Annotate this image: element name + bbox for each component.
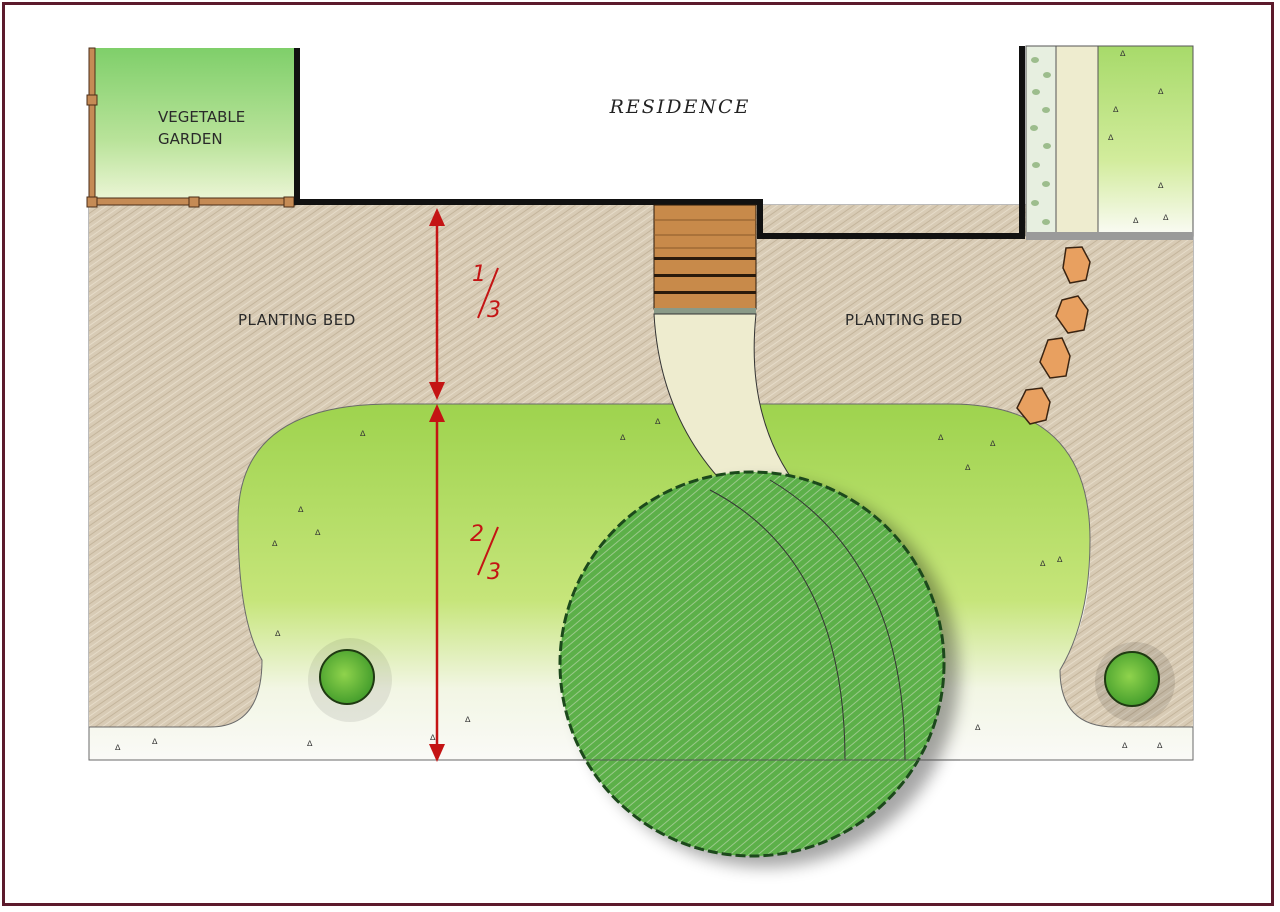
svg-text:ᐃ: ᐃ	[655, 417, 661, 426]
svg-text:ᐃ: ᐃ	[275, 629, 281, 638]
svg-text:ᐃ: ᐃ	[1057, 555, 1063, 564]
svg-text:ᐃ: ᐃ	[115, 743, 121, 752]
dimension-lines	[429, 208, 499, 762]
svg-text:ᐃ: ᐃ	[1133, 216, 1139, 225]
svg-text:ᐃ: ᐃ	[1158, 181, 1164, 190]
planting-bed	[89, 205, 1193, 727]
vegetable-garden-label-line1: VEGETABLE	[158, 108, 246, 126]
shrub-left	[308, 638, 392, 722]
svg-text:ᐃ: ᐃ	[1040, 559, 1046, 568]
svg-text:ᐃ: ᐃ	[360, 429, 366, 438]
vegetable-garden	[92, 48, 295, 202]
svg-text:ᐃ: ᐃ	[1157, 741, 1163, 750]
gravel-strip	[1025, 45, 1057, 237]
shade-tree	[558, 470, 946, 858]
svg-text:ᐃ: ᐃ	[465, 715, 471, 724]
planting-bed-left-label: PLANTING BED	[238, 311, 356, 329]
svg-text:ᐃ: ᐃ	[965, 463, 971, 472]
shrub-right	[1095, 642, 1175, 722]
svg-text:ᐃ: ᐃ	[307, 739, 313, 748]
svg-text:ᐃ: ᐃ	[430, 733, 436, 742]
svg-text:ᐃ: ᐃ	[1163, 213, 1169, 222]
vegetable-garden-label: VEGETABLE GARDEN	[158, 106, 245, 150]
svg-text:ᐃ: ᐃ	[975, 723, 981, 732]
residence-label: RESIDENCE	[609, 96, 751, 118]
svg-text:ᐃ: ᐃ	[315, 528, 321, 537]
svg-text:ᐃ: ᐃ	[1122, 741, 1128, 750]
vegetable-garden-label-line2: GARDEN	[158, 130, 223, 148]
dimension-lower-denominator: 3	[487, 560, 501, 585]
svg-text:ᐃ: ᐃ	[272, 539, 278, 548]
svg-text:ᐃ: ᐃ	[990, 439, 996, 448]
residence-wall	[294, 46, 1025, 239]
svg-text:ᐃ: ᐃ	[152, 737, 158, 746]
svg-text:ᐃ: ᐃ	[1120, 49, 1126, 58]
paved-walk	[1055, 45, 1099, 237]
dimension-upper-denominator: 3	[487, 298, 501, 323]
grass-tufts: ᐃ ᐃ ᐃ ᐃ ᐃ ᐃ ᐃ ᐃ ᐃ ᐃ ᐃ ᐃ ᐃ ᐃ ᐃ ᐃ ᐃ ᐃ ᐃ ᐃ ᐃ ᐃ ᐃ ᐃ ᐃ ᐃ ᐃ	[115, 49, 1169, 752]
svg-text:ᐃ: ᐃ	[1113, 105, 1119, 114]
dimension-upper-numerator: 1	[472, 262, 486, 287]
side-lawn	[1097, 45, 1194, 237]
svg-text:ᐃ: ᐃ	[298, 505, 304, 514]
dimension-lower-numerator: 2	[470, 522, 484, 547]
planting-bed-right-label: PLANTING BED	[845, 311, 963, 329]
svg-text:ᐃ: ᐃ	[1108, 133, 1114, 142]
svg-text:ᐃ: ᐃ	[1158, 87, 1164, 96]
svg-text:ᐃ: ᐃ	[938, 433, 944, 442]
stepping-stones	[1016, 246, 1091, 425]
svg-text:ᐃ: ᐃ	[620, 433, 626, 442]
